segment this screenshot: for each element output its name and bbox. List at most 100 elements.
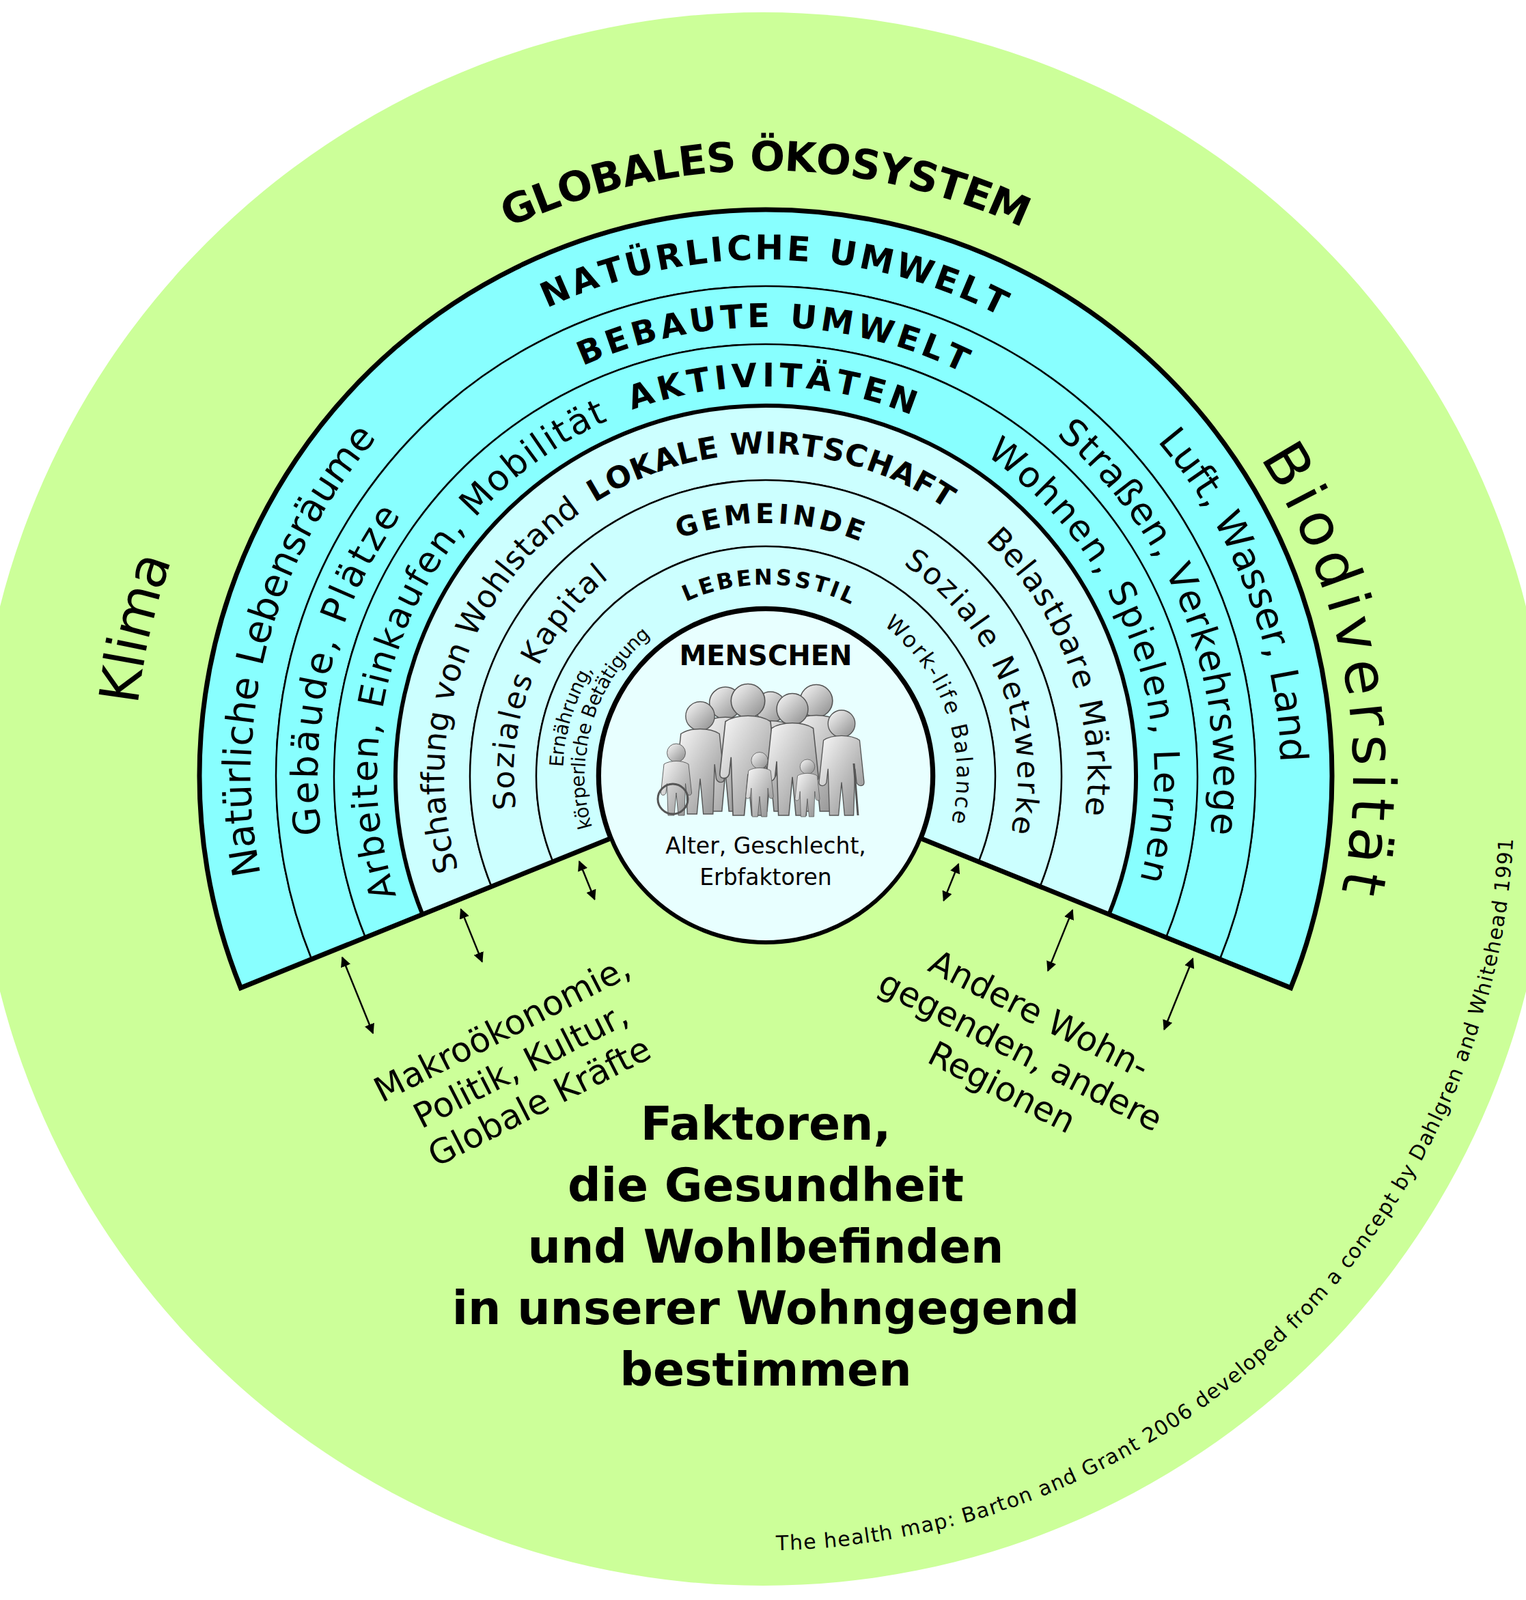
glyph: i xyxy=(347,799,384,812)
side-label: Biodiversität xyxy=(1252,432,1404,901)
glyph: i xyxy=(218,745,258,759)
glyph: i xyxy=(489,740,521,753)
glyph: T xyxy=(778,358,803,393)
glyph: T xyxy=(799,430,825,464)
glyph: L xyxy=(1148,748,1185,770)
glyph: k xyxy=(1010,795,1043,816)
glyph: i xyxy=(1344,773,1404,791)
glyph: z xyxy=(488,751,520,770)
glyph: B xyxy=(572,330,608,371)
circle-shape xyxy=(0,12,1526,1587)
glyph: e xyxy=(569,775,589,788)
glyph: B xyxy=(946,721,972,742)
glyph: K xyxy=(783,135,818,179)
glyph: t xyxy=(1081,782,1115,797)
glyph xyxy=(812,232,828,269)
glyph: E xyxy=(676,138,710,183)
glyph: e xyxy=(1006,814,1040,839)
text-line: in unserer Wohngegend xyxy=(450,1278,1082,1340)
glyph: S xyxy=(704,136,738,180)
glyph: E xyxy=(698,504,723,535)
glyph: E xyxy=(353,681,393,712)
glyph: E xyxy=(747,299,771,333)
glyph: H xyxy=(754,230,784,266)
glyph: N xyxy=(754,566,773,589)
double-arrow xyxy=(1047,910,1073,972)
glyph: K xyxy=(653,367,687,406)
glyph: r xyxy=(1081,747,1115,763)
glyph xyxy=(773,299,787,332)
glyph: ü xyxy=(218,784,258,811)
glyph: r xyxy=(1147,794,1184,812)
glyph: M xyxy=(819,302,857,341)
glyph: g xyxy=(420,708,455,733)
text-line: und Wohlbefinden xyxy=(450,1216,1082,1279)
glyph: b xyxy=(286,754,325,779)
diagram-title: Faktoren, die Gesundheit und Wohlbefinde… xyxy=(450,1093,1082,1401)
glyph: E xyxy=(841,513,869,546)
wheelchair-wheel xyxy=(657,784,688,815)
person-figure xyxy=(795,759,820,817)
glyph: T xyxy=(684,362,712,399)
glyph: E xyxy=(859,370,891,409)
glyph: t xyxy=(1342,795,1404,822)
glyph: n xyxy=(1141,695,1181,724)
text-line: Alter, Geschlecht, xyxy=(663,830,868,863)
glyph: d xyxy=(1273,737,1313,763)
glyph: S xyxy=(793,568,813,593)
source-caption: The health map: Barton and Grant 2006 de… xyxy=(775,837,1518,1555)
band-item: Work-life Balance xyxy=(881,610,976,826)
ring-title: GLOBALES ÖKOSYSTEM xyxy=(494,135,1037,234)
glyph: M xyxy=(722,500,753,531)
glyph: c xyxy=(950,795,975,811)
glyph: C xyxy=(725,230,753,267)
fan-outline xyxy=(199,209,1333,989)
community-band: GEMEINDESoziales KapitalSoziale Netzwerk… xyxy=(469,480,1062,887)
glyph: A xyxy=(623,375,658,415)
glyph: r xyxy=(218,768,257,785)
thick-ring-divider xyxy=(395,405,1136,915)
glyph: E xyxy=(696,573,717,600)
glyph: r xyxy=(569,767,589,776)
glyph: Ü xyxy=(621,243,657,283)
glyph: T xyxy=(775,1532,789,1554)
glyph: n xyxy=(1135,857,1175,888)
glyph: a xyxy=(491,719,524,743)
text-line: bestimmen xyxy=(450,1339,1082,1401)
glyph: 9 xyxy=(1493,864,1516,880)
glyph: E xyxy=(786,230,812,267)
glyph: W xyxy=(854,308,898,350)
glyph: n xyxy=(952,780,976,796)
center-text: Alter, Geschlecht, Erbfaktoren xyxy=(663,830,868,894)
center-title: MENSCHEN xyxy=(677,639,854,673)
glyph: A xyxy=(656,306,688,345)
glyph: r xyxy=(1340,699,1401,730)
glyph: h xyxy=(788,1532,803,1555)
environment-band: AKTIVITÄTENArbeiten, Einkaufen, Mobilitä… xyxy=(334,344,1198,938)
band-item: Schaffung von Wohlstand xyxy=(417,490,585,878)
glyph: O xyxy=(814,137,854,183)
glyph: T xyxy=(719,299,744,335)
ring-title: NATÜRLICHE UMWELT xyxy=(535,230,1014,322)
glyph: S xyxy=(775,566,794,590)
glyph: g xyxy=(1206,787,1245,813)
glyph: R xyxy=(653,237,686,276)
glyph: M xyxy=(1074,697,1111,731)
glyph: d xyxy=(293,673,335,704)
ring-title: LEBENSSTIL xyxy=(678,566,859,608)
glyph: e xyxy=(836,1528,852,1551)
glyph: a xyxy=(953,764,976,779)
glyph: d xyxy=(1488,898,1511,915)
glyph: e xyxy=(948,808,973,827)
glyph: t xyxy=(347,783,384,799)
glyph: e xyxy=(1013,760,1044,780)
glyph: U xyxy=(826,234,859,273)
glyph: Ö xyxy=(750,135,785,177)
person-figure xyxy=(745,752,774,818)
glyph: e xyxy=(347,760,383,783)
text-line: Erbfaktoren xyxy=(663,862,868,894)
people-illustration xyxy=(661,684,865,818)
glyph: n xyxy=(347,734,384,760)
band-shape xyxy=(395,405,1136,915)
glyph: a xyxy=(1321,1265,1346,1289)
